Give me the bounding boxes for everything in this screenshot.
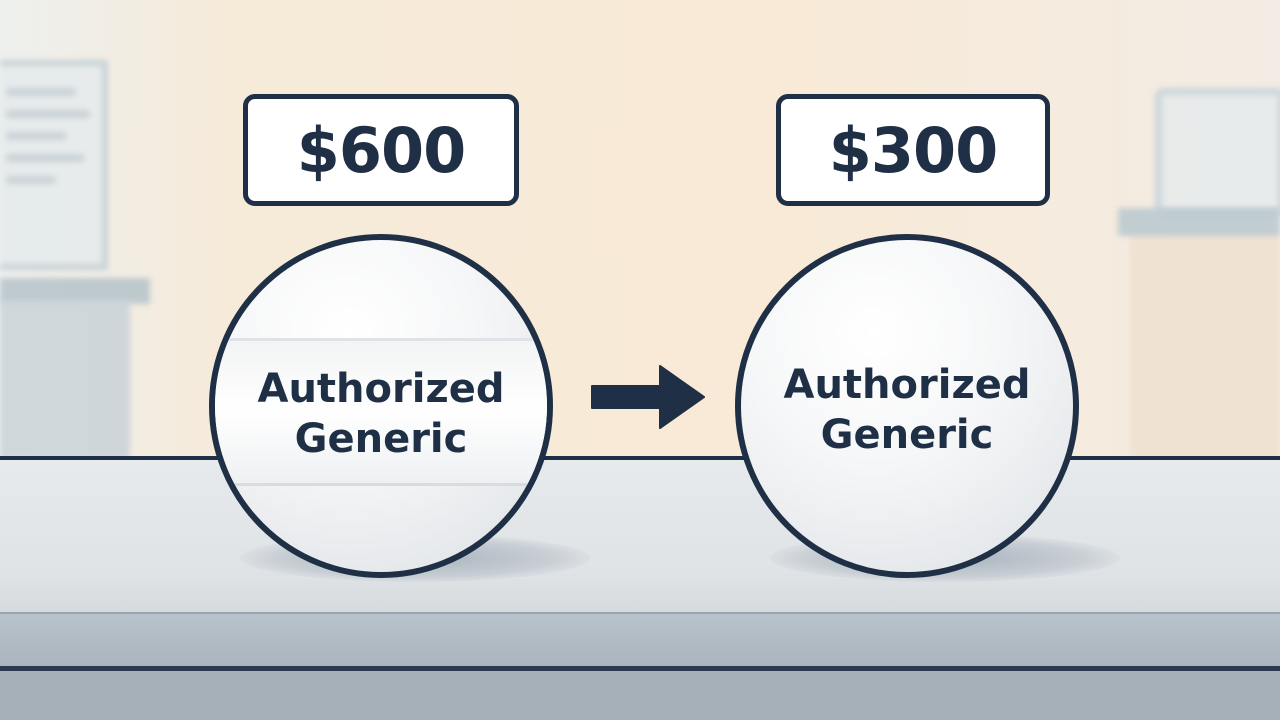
background-wall-right bbox=[1130, 230, 1280, 460]
counter-edge bbox=[0, 612, 1280, 670]
pill-label-before: Authorized Generic bbox=[215, 364, 547, 464]
background-shelf-left bbox=[0, 278, 150, 304]
background-shelf-right bbox=[1118, 208, 1280, 236]
background-cabinet bbox=[0, 300, 130, 460]
pill-before: Authorized Generic bbox=[209, 234, 553, 578]
pill-label-line2: Generic bbox=[294, 416, 468, 462]
price-tag-after: $300 bbox=[776, 94, 1050, 206]
pill-label-after: Authorized Generic bbox=[741, 360, 1073, 460]
background-monitor bbox=[1155, 88, 1280, 216]
counter-top bbox=[0, 456, 1280, 620]
pill-label-line1: Authorized bbox=[257, 366, 505, 412]
pill-band bbox=[215, 338, 547, 486]
counter-base bbox=[0, 671, 1280, 720]
counter-line bbox=[0, 666, 1280, 671]
background-notice-board bbox=[0, 60, 108, 270]
right-arrow-icon bbox=[591, 365, 705, 429]
pill-after: Authorized Generic bbox=[735, 234, 1079, 578]
pill-label-line1: Authorized bbox=[783, 362, 1031, 408]
price-tag-before: $600 bbox=[243, 94, 519, 206]
pill-label-line2: Generic bbox=[820, 412, 994, 458]
